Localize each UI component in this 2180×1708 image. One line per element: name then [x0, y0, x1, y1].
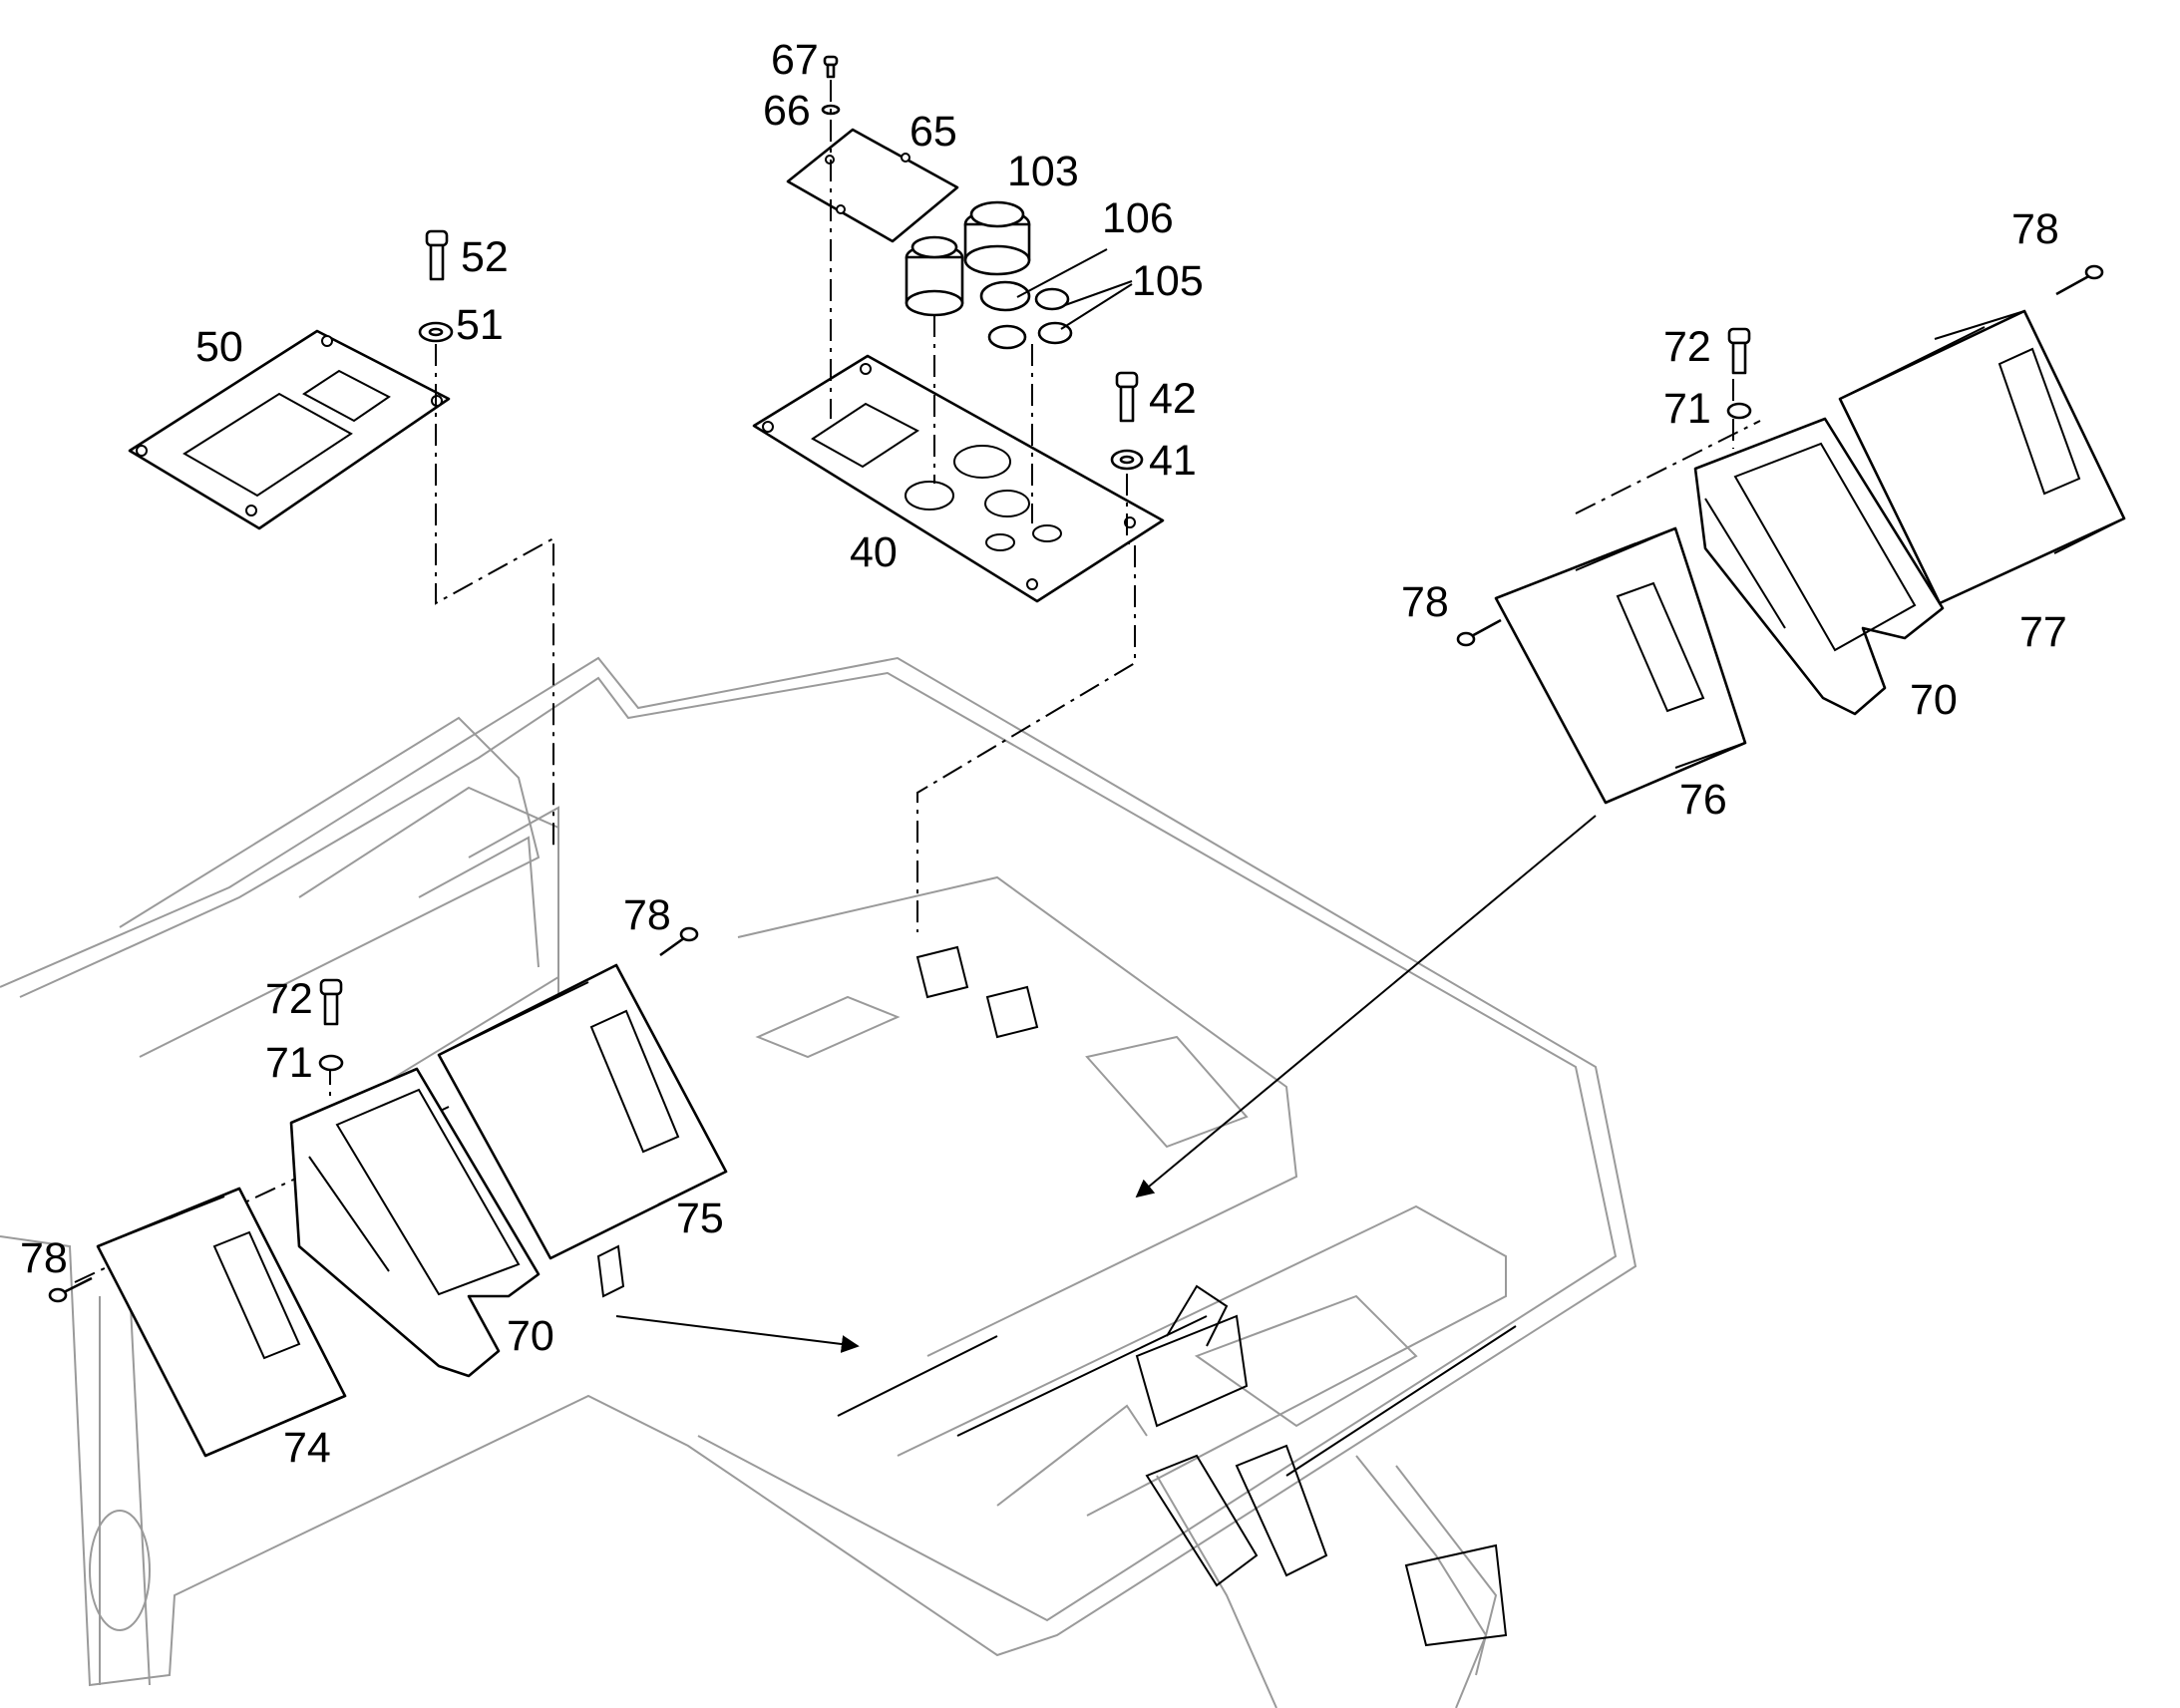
callout-70-right: 70	[1910, 676, 1958, 724]
callout-72-right: 72	[1663, 323, 1711, 371]
washer-71-left	[318, 1054, 344, 1072]
screw-78-top-right	[2055, 264, 2104, 296]
cover-plate-65	[786, 128, 959, 243]
pointer-arrows	[615, 815, 1597, 1353]
screw-78-left-bottom	[48, 1276, 93, 1303]
callout-52: 52	[461, 233, 509, 281]
callout-71-right: 71	[1663, 385, 1711, 433]
callout-41: 41	[1149, 437, 1197, 485]
callout-78-left-bottom: 78	[20, 1234, 68, 1282]
callout-78-top-right: 78	[2011, 205, 2059, 253]
callout-106: 106	[1102, 194, 1174, 242]
screw-42	[1115, 371, 1139, 423]
callout-78-left-top: 78	[623, 891, 671, 939]
plug-106	[979, 280, 1073, 350]
leader-lines	[1016, 248, 1133, 330]
callout-103: 103	[1007, 148, 1079, 195]
callout-66: 66	[763, 87, 811, 135]
callout-77: 77	[2019, 608, 2067, 656]
callout-40: 40	[850, 528, 898, 576]
callout-67: 67	[771, 36, 819, 84]
callout-76: 76	[1679, 776, 1727, 824]
cover-77	[1838, 309, 2126, 605]
screw-72-left	[319, 978, 343, 1026]
cable-gland-103-small	[905, 235, 964, 317]
screw-78-left-top	[659, 926, 699, 957]
washer-41	[1110, 449, 1144, 471]
callout-78-right-left: 78	[1401, 578, 1449, 626]
screw-72-right	[1727, 327, 1751, 375]
callout-70-left: 70	[507, 1312, 554, 1360]
callout-labels: 67 66 65 103 106 105 52 51 50 42 41 40 7…	[20, 36, 2067, 1472]
callout-105: 105	[1132, 257, 1204, 305]
screw-52	[425, 229, 449, 281]
screw-78-right-left	[1456, 618, 1502, 647]
washer-51	[418, 321, 454, 343]
callout-75: 75	[676, 1195, 724, 1242]
callout-71-left: 71	[265, 1039, 313, 1087]
machine-frame	[0, 656, 1637, 1708]
screw-67	[823, 55, 839, 79]
callout-72-left: 72	[265, 975, 313, 1023]
cover-74	[96, 1187, 347, 1458]
cable-gland-103-large	[963, 200, 1031, 276]
cover-75	[437, 963, 728, 1260]
bracket-70-right	[1693, 417, 1945, 716]
callout-51: 51	[456, 301, 504, 349]
callout-50: 50	[195, 323, 243, 371]
cover-76	[1494, 526, 1747, 805]
washer-71-right	[1726, 402, 1752, 420]
callout-74: 74	[283, 1424, 331, 1472]
plate-50	[128, 329, 451, 530]
gland-plate-40	[752, 354, 1165, 603]
callout-42: 42	[1149, 375, 1197, 423]
callout-65: 65	[909, 108, 957, 156]
bracket-70-left	[289, 1067, 541, 1378]
